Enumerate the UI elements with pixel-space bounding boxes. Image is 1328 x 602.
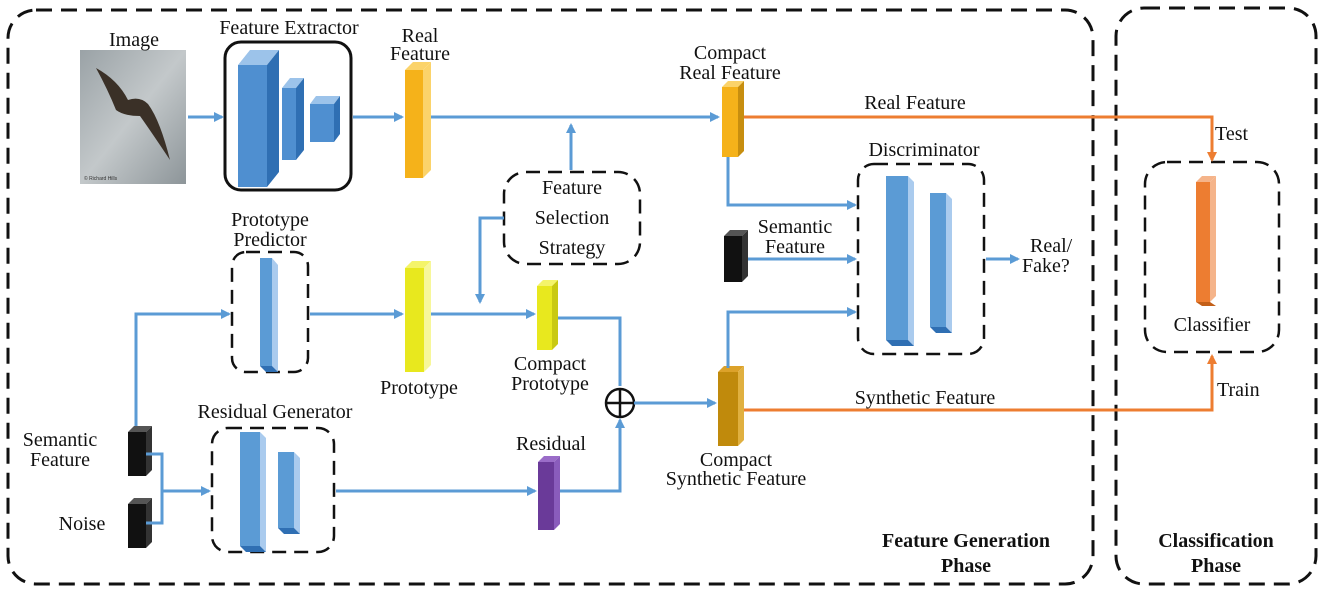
compact-real-feature-bar [722,81,744,157]
discriminator-semantic-label-line2: Feature [765,236,825,258]
real-feature-bar [405,62,431,178]
feature-generation-phase-label-line2: Phase [941,555,991,577]
feature-selection-strategy-line2: Selection [534,207,610,229]
prototype-predictor-layer [260,258,278,372]
blue-connections [134,112,1020,525]
prototype-predictor-label-line1: Prototype [231,209,309,231]
prototype-bar [405,261,431,372]
noise-input-bar [128,498,152,548]
classifier-label: Classifier [1173,314,1251,336]
semantic-feature-input-bar [128,426,152,476]
feature-generation-phase-box [6,8,1095,586]
svg-text:© Richard Hills: © Richard Hills [84,175,118,182]
feature-extractor-label: Feature Extractor [219,17,359,39]
discriminator-semantic-feature-bar [724,230,748,282]
compact-synthetic-label-line2: Synthetic Feature [665,468,807,490]
synthetic-feature-line-label: Synthetic Feature [854,387,996,409]
classification-phase-label-line1: Classification [1158,530,1274,552]
residual-generator-label: Residual Generator [197,401,353,423]
feature-selection-strategy-line1: Feature [542,177,602,199]
compact-synthetic-label-line1: Compact [699,449,773,471]
residual-bar [538,456,560,530]
feature-extractor-layers [238,50,340,187]
prototype-predictor-label-line2: Predictor [233,229,307,251]
real-feature-label-line1: Real [401,25,439,47]
prototype-label: Prototype [380,377,458,399]
compact-prototype-bar [537,280,558,350]
bird-photo-icon: © Richard Hills [80,50,186,184]
compact-real-feature-label-line2: Real Feature [679,62,781,84]
semantic-feature-label-line2: Feature [30,449,90,471]
residual-generator-layers [240,432,300,552]
real-fake-label-line1: Real/ [1030,235,1073,257]
noise-label: Noise [58,513,106,535]
classifier-layer [1196,176,1216,306]
classifier-box [1143,160,1281,354]
orange-connections [744,115,1217,412]
compact-real-feature-label-line1: Compact [693,42,767,64]
circled-plus-icon [604,387,636,419]
real-feature-label-line2: Feature [390,43,450,65]
discriminator-layers [886,176,952,346]
semantic-feature-label-line1: Semantic [22,429,98,451]
image-label: Image [109,29,159,51]
classification-phase-label-line2: Phase [1191,555,1241,577]
feature-extractor-box [223,40,353,192]
compact-prototype-label-line1: Compact [513,353,587,375]
real-fake-label-line2: Fake? [1022,255,1070,277]
feature-generation-phase-label-line1: Feature Generation [882,530,1050,552]
train-label: Train [1217,379,1260,401]
feature-selection-strategy-line3: Strategy [538,237,606,259]
discriminator-semantic-label-line1: Semantic [757,216,833,238]
residual-label: Residual [516,433,586,455]
real-feature-line-label: Real Feature [864,92,966,114]
residual-generator-box [210,426,336,554]
compact-prototype-label-line2: Prototype [511,373,589,395]
discriminator-box [856,162,986,356]
discriminator-label: Discriminator [868,139,980,161]
compact-synthetic-feature-bar [718,366,744,446]
test-label: Test [1215,123,1249,145]
